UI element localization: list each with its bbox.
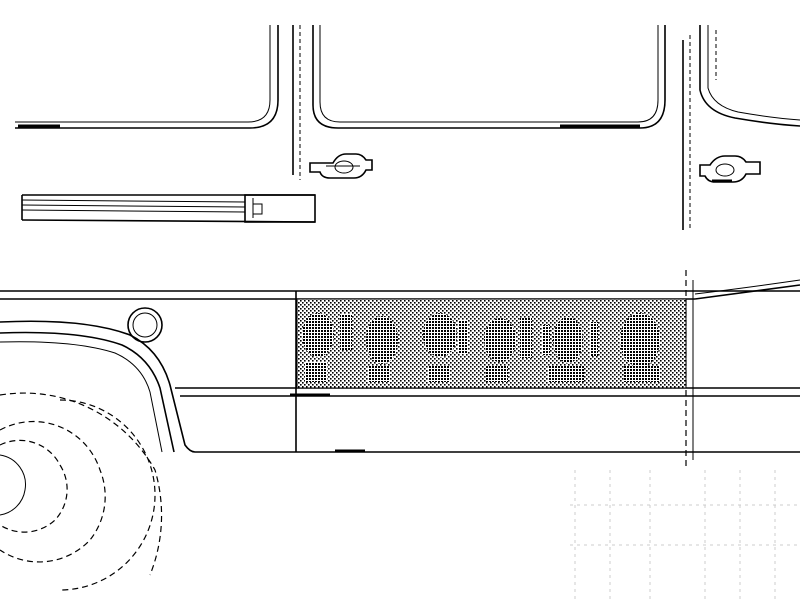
window-right-quarter	[699, 25, 800, 127]
fuel-cap	[127, 307, 163, 343]
door-handle-rear	[699, 155, 761, 183]
wheel-arch	[0, 320, 196, 453]
wheel	[0, 392, 163, 591]
window-left	[15, 25, 279, 129]
panel-holes	[302, 313, 660, 367]
sliding-door-rail	[21, 194, 316, 223]
window-middle	[312, 25, 666, 129]
door-handle-front	[309, 153, 373, 179]
door-seams	[292, 25, 691, 230]
panel-hole-sub-pattern	[305, 362, 660, 382]
background-ghost-lines	[570, 470, 800, 600]
